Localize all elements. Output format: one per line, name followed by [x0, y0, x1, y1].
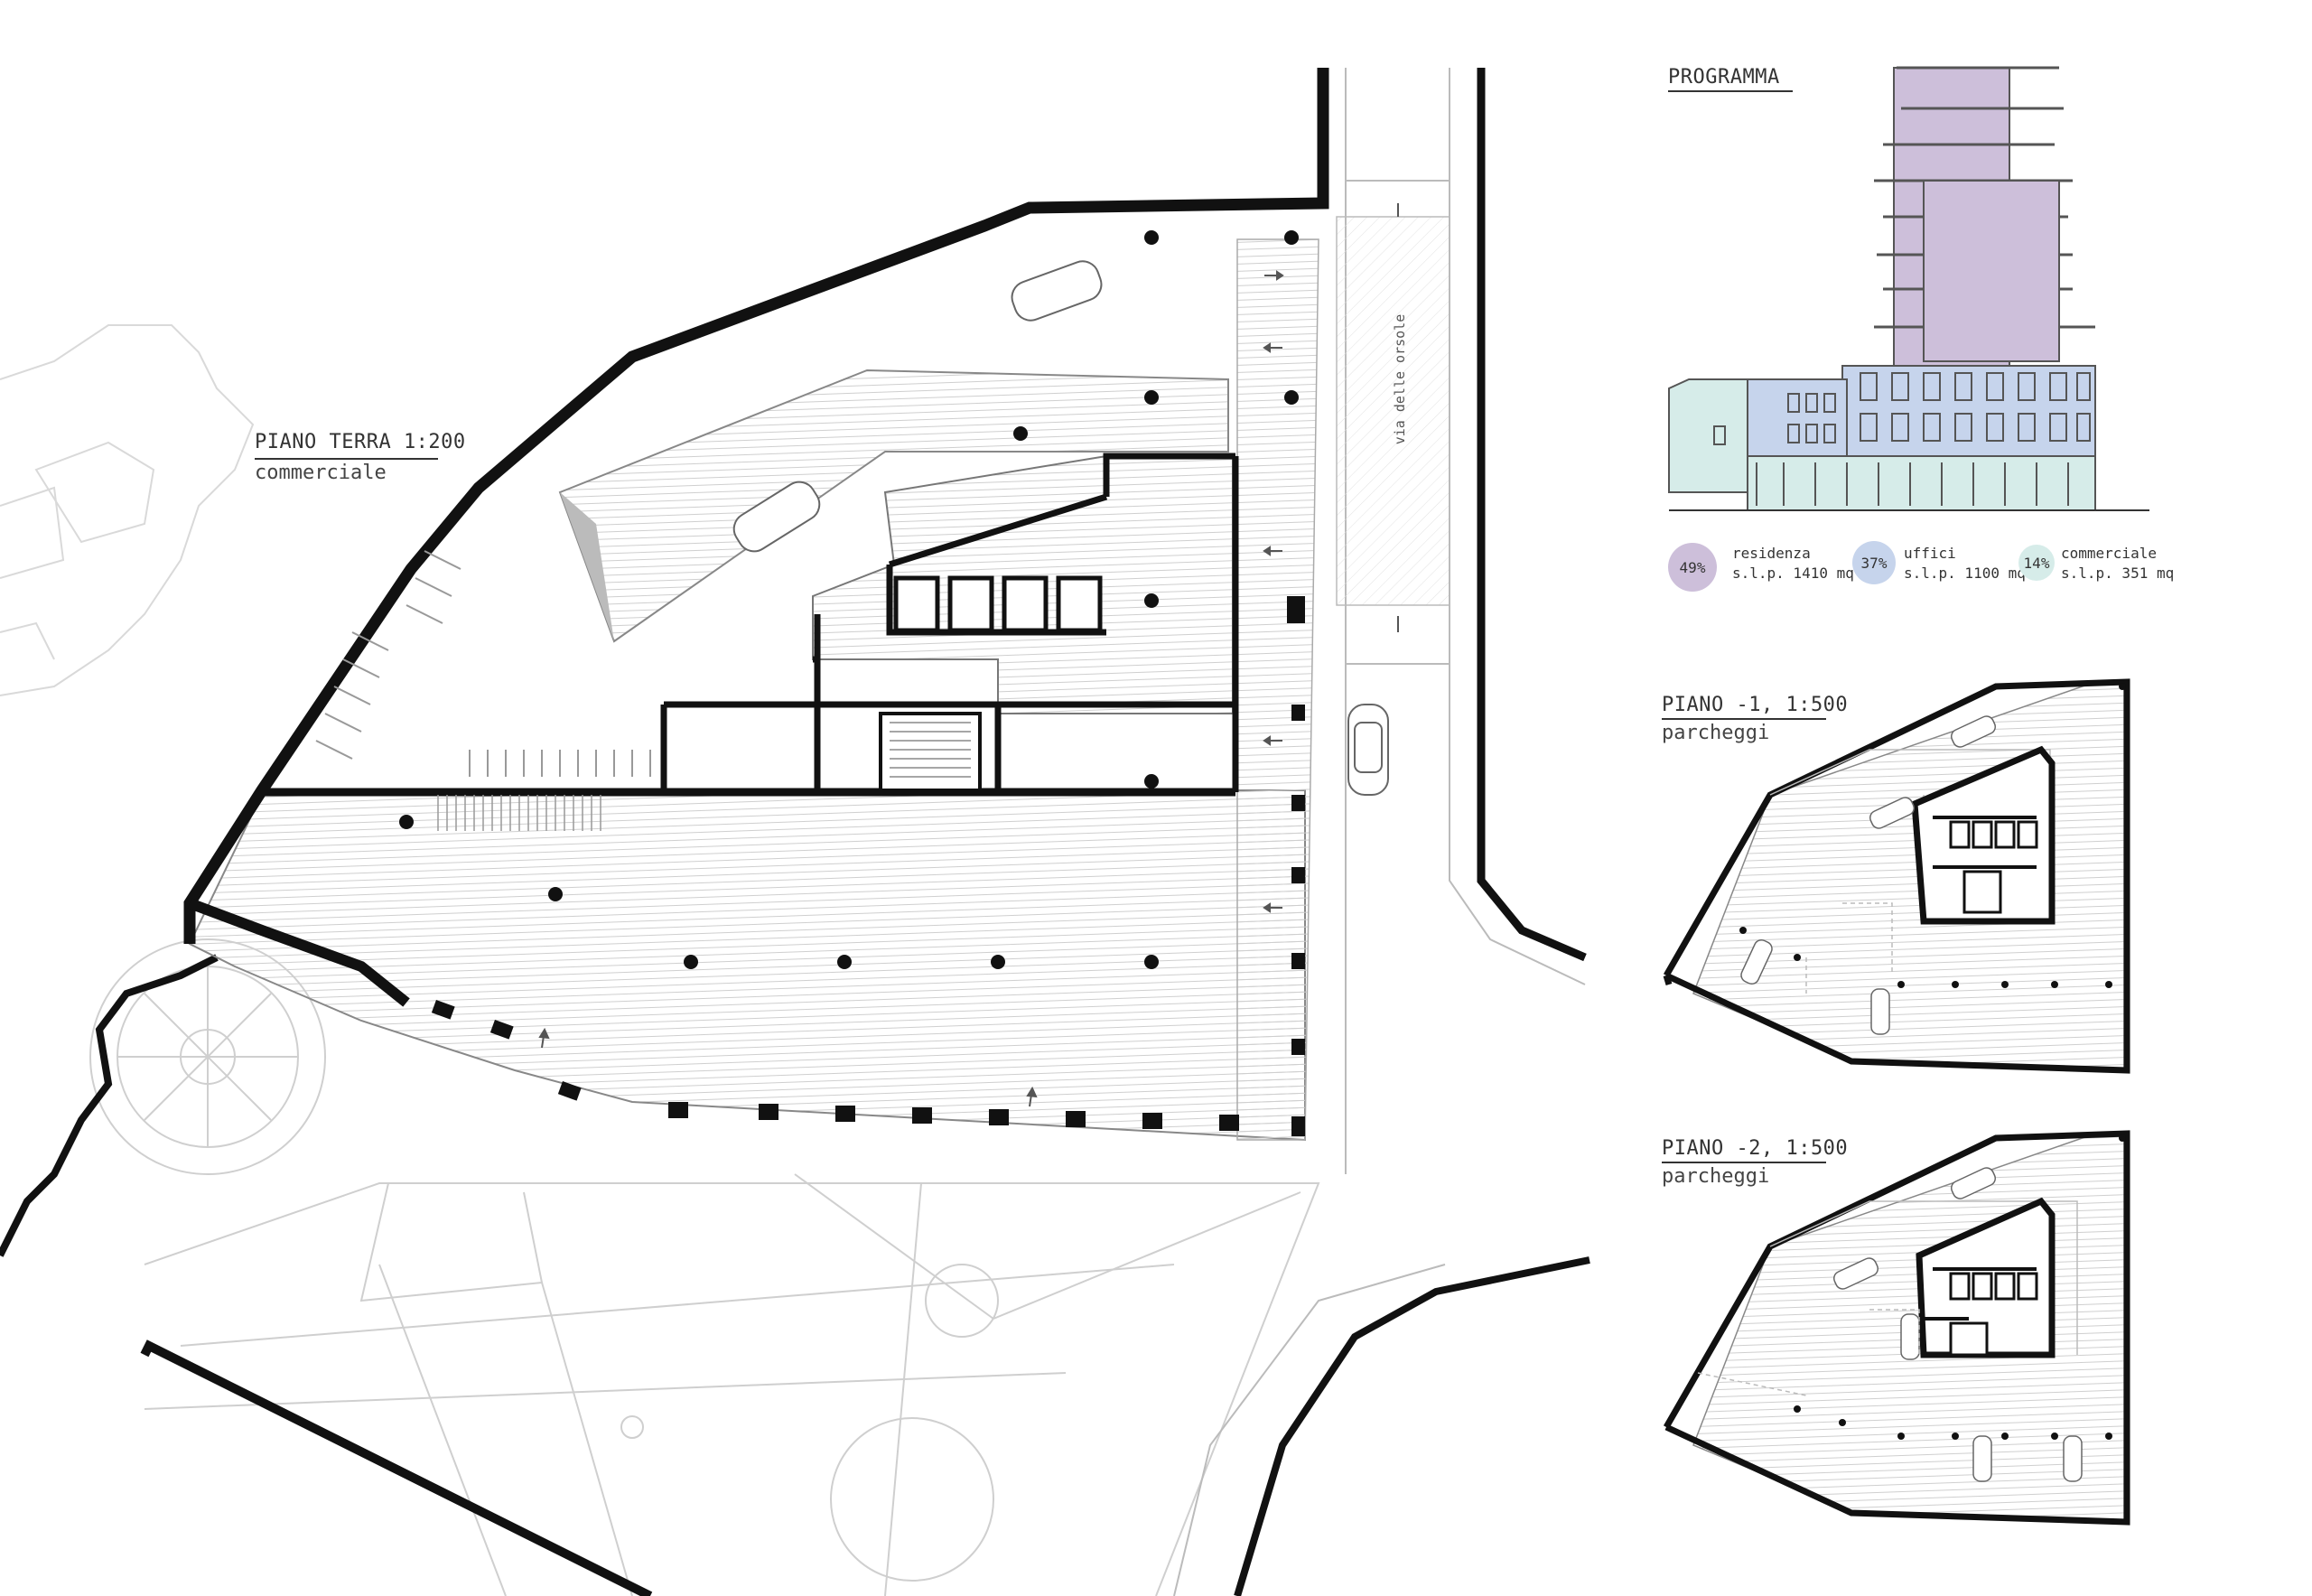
commerciale-swatch	[2018, 545, 2055, 581]
office-block	[1841, 365, 2096, 457]
residenza-percent: 49%	[1680, 559, 1706, 576]
basement-1-plan	[1663, 678, 2130, 1074]
uffici-percent: 37%	[1861, 555, 1888, 572]
street-curb	[1234, 1256, 1590, 1596]
street-lines	[1346, 180, 1450, 665]
ground-floor-subtitle: commerciale	[255, 462, 387, 484]
ramp-cars	[732, 260, 1103, 553]
elevation-drawing	[1668, 66, 2149, 511]
basement-2-title: PIANO -2, 1:500	[1662, 1137, 1848, 1160]
context-outline-west	[0, 954, 219, 1257]
street-west-edge	[1449, 68, 1586, 985]
program-item-commerciale: 14% commerciale s.l.p. 351 mq	[2018, 545, 2174, 582]
flow-arrows	[538, 203, 1399, 1107]
context-outline-south	[140, 1339, 653, 1596]
context-buildings	[0, 324, 255, 696]
program-item-residenza: 49% residenza s.l.p. 1410 mq	[1668, 543, 1854, 592]
basement-2-plan	[1663, 1130, 2130, 1526]
site-boundary-wall	[183, 68, 1329, 944]
tower-residential	[1874, 66, 2095, 367]
south-wall	[187, 898, 410, 1007]
ground-floor-title: PIANO TERRA 1:200	[255, 431, 466, 453]
residenza-swatch	[1668, 543, 1717, 592]
commerciale-label: commerciale	[2061, 545, 2157, 562]
office-block-west	[1747, 378, 1848, 457]
basement-2-subtitle: parcheggi	[1662, 1165, 1769, 1188]
program-item-uffici: 37% uffici s.l.p. 1100 mq	[1852, 541, 2026, 584]
uffici-area: s.l.p. 1100 mq	[1904, 565, 2026, 582]
stair	[879, 712, 982, 792]
basement-1-subtitle: parcheggi	[1662, 722, 1769, 744]
context-square	[144, 1173, 1320, 1596]
uffici-swatch	[1852, 541, 1896, 584]
basement-1-title: PIANO -1, 1:500	[1662, 694, 1848, 716]
street-car	[1347, 704, 1389, 796]
bicycle-racks	[315, 550, 651, 777]
columns	[399, 230, 1299, 969]
ramp-wall	[560, 492, 614, 641]
commerciale-percent: 14%	[2024, 555, 2050, 572]
street-label: via delle orsole	[1392, 314, 1408, 445]
east-arcade	[1236, 238, 1319, 1141]
commercial-base	[1747, 455, 2096, 511]
residenza-area: s.l.p. 1410 mq	[1732, 565, 1854, 582]
residenza-label: residenza	[1732, 545, 1811, 562]
program-title: PROGRAMMA	[1668, 66, 1780, 89]
core-walls	[660, 453, 1239, 792]
elevators	[893, 575, 1103, 633]
neighbor-building	[1668, 378, 1748, 493]
commerciale-area: s.l.p. 351 mq	[2061, 565, 2174, 582]
street-east-curb	[1477, 68, 1587, 962]
elevation-windows	[1713, 372, 2091, 506]
uffici-label: uffici	[1904, 545, 1956, 562]
exterior-stair	[437, 795, 601, 831]
facade-piers	[431, 596, 1305, 1136]
street-crossing	[1336, 216, 1450, 606]
